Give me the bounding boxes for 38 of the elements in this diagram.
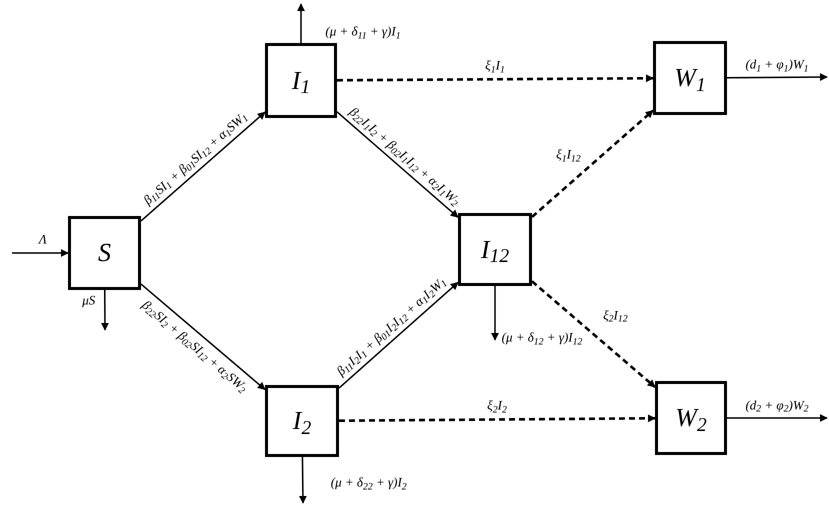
compartment-box <box>653 41 727 115</box>
edge-label: (μ + δ$_{22}$ + γ)I$_{2}$ <box>330 476 407 489</box>
compartment-box <box>655 381 727 455</box>
edge-label: (d$_{2}$ + φ$_{2}$)W$_{2}$ <box>745 398 809 412</box>
arrow <box>140 112 266 222</box>
compartment-box <box>265 43 337 118</box>
edge-label: ξ$_{2}$I$_{12}$ <box>603 308 628 322</box>
compartment-label: S <box>98 240 111 266</box>
compartment-box <box>458 213 532 286</box>
arrow <box>336 111 459 218</box>
dashed-arrow <box>339 414 656 422</box>
compartment-label: W$_{2}$ <box>675 405 707 431</box>
compartment-box <box>265 385 339 457</box>
compartment-label: W$_{1}$ <box>674 65 706 91</box>
compartment-label: I$_{2}$ <box>292 408 312 434</box>
dashed-arrow <box>531 110 654 218</box>
edge-label: μS <box>82 294 96 306</box>
compartment-label: I$_{12}$ <box>480 236 510 262</box>
edge-label: (μ + δ$_{12}$ + γ)I$_{12}$ <box>502 330 582 344</box>
arrow <box>297 3 305 43</box>
arrow <box>12 249 69 257</box>
edge-label: (μ + δ$_{11}$ + γ)I$_{1}$ <box>325 24 401 38</box>
edge-label: ξ$_{2}$I$_{2}$ <box>487 398 507 412</box>
dashed-arrow <box>531 280 656 388</box>
compartment-box <box>68 216 141 290</box>
arrow <box>727 73 828 82</box>
compartment-label: I$_{1}$ <box>292 68 310 94</box>
arrow <box>727 414 828 422</box>
arrow <box>140 283 266 390</box>
arrow <box>491 286 499 341</box>
arrow <box>298 457 307 504</box>
arrow <box>338 282 459 389</box>
edge-label: ξ$_{1}$I$_{1}$ <box>485 58 505 72</box>
arrow <box>100 290 109 331</box>
edge-label: Λ <box>38 232 47 246</box>
dashed-arrow <box>337 74 654 82</box>
edge-label: (d$_{1}$ + φ$_{1}$)W$_{1}$ <box>745 58 809 71</box>
edge-label: ξ$_{1}$I$_{12}$ <box>556 148 581 161</box>
